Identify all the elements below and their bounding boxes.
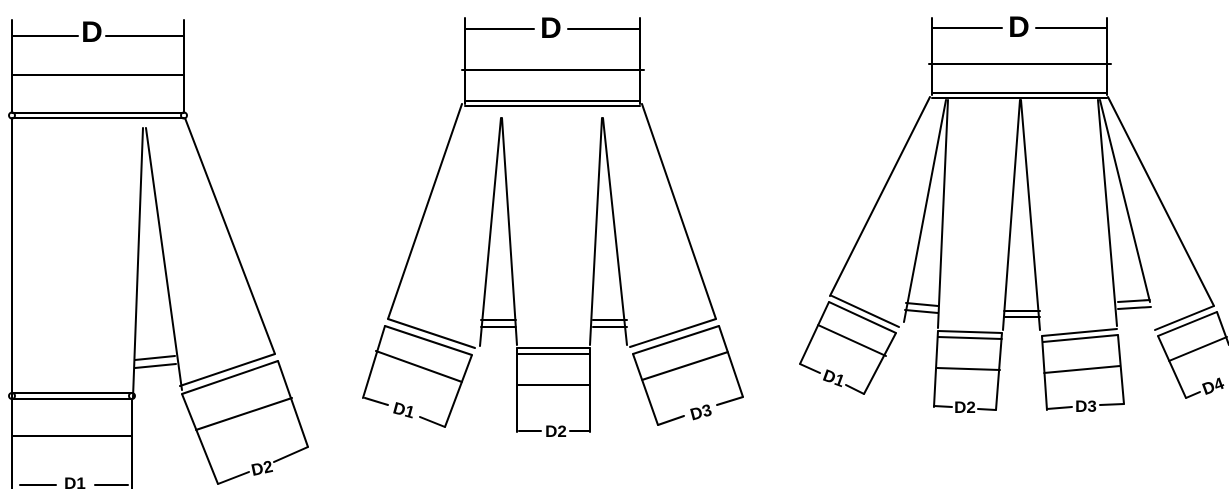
leg-4 (1099, 99, 1229, 399)
middle-leg (501, 117, 628, 433)
leg-2 (933, 99, 1021, 411)
top-collar (928, 63, 1112, 99)
leg-3 (1020, 99, 1125, 411)
top-dimension: D (931, 11, 1108, 96)
angled-leg (134, 117, 309, 485)
center-gaps (904, 299, 1152, 318)
outlet-label-d1: D1 (64, 474, 86, 489)
outlet-label-d3: D3 (1075, 397, 1097, 416)
outlet-dimension-d2: D2 (518, 422, 591, 441)
two-way-branch-diagram: D (8, 16, 309, 489)
top-dimension-label: D (540, 12, 562, 45)
top-collar (8, 74, 188, 120)
outlet-dimension-d3: D3 (657, 396, 744, 426)
outlet-label-d3: D3 (688, 400, 714, 424)
left-leg (362, 117, 502, 428)
four-way-branch-diagram: D (799, 11, 1229, 417)
outlet-dimension-d2: D2 (217, 446, 309, 485)
outlet-label-d2: D2 (954, 398, 976, 417)
outlet-label-d2: D2 (249, 457, 274, 480)
top-collar (461, 69, 645, 107)
top-dimension: D (464, 12, 641, 105)
top-dimension: D (11, 16, 185, 113)
outer-body (829, 96, 1215, 307)
straight-leg (8, 117, 144, 489)
leg-1 (799, 99, 947, 395)
outlet-label-d4: D4 (1200, 374, 1227, 399)
outlet-dimension-d4: D4 (1185, 374, 1227, 399)
outlet-dimension-d3: D3 (1046, 397, 1125, 416)
outer-body (387, 103, 717, 320)
three-way-branch-diagram: D (362, 12, 744, 441)
outlet-dimension-d2: D2 (933, 398, 997, 417)
center-gaps (480, 319, 628, 328)
top-dimension-label: D (1008, 11, 1030, 44)
outlet-label-d1: D1 (820, 366, 847, 391)
outlet-label-d2: D2 (545, 422, 567, 441)
right-leg (629, 318, 744, 426)
outlet-dimension-d1: D1 (364, 397, 446, 428)
outlet-dimension-d1: D1 (19, 474, 129, 489)
top-dimension-label: D (81, 16, 103, 49)
outlet-label-d1: D1 (391, 398, 417, 422)
outlet-dimension-d1: D1 (799, 363, 865, 395)
